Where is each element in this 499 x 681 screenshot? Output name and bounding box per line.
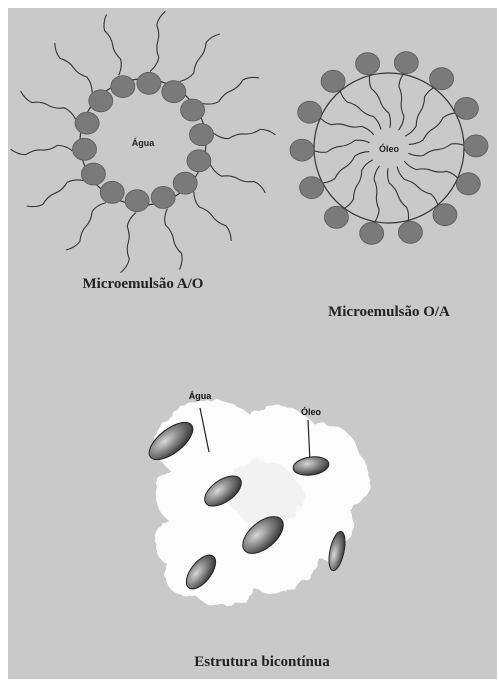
surfactant-tail xyxy=(27,180,84,207)
bicontinuous-diagram: Água Óleo Estrutura bicontínua xyxy=(143,391,369,670)
surfactant-head xyxy=(111,76,135,98)
surfactant-tail xyxy=(165,209,182,270)
surfactant-head xyxy=(151,186,175,208)
surfactant-tail xyxy=(408,144,466,156)
surfactant-head xyxy=(81,163,105,185)
surfactant-head xyxy=(298,101,322,123)
surfactant-head xyxy=(433,204,457,226)
surfactant-tail xyxy=(11,145,73,154)
surfactant-tail xyxy=(369,73,390,128)
surfactant-head xyxy=(89,90,113,112)
surfactant-head xyxy=(430,68,454,90)
micro-ao-inner-label: Água xyxy=(132,138,155,148)
surfactant-tail xyxy=(66,203,106,250)
surfactant-tail xyxy=(150,11,165,71)
surfactant-head xyxy=(360,222,384,244)
surfactant-head xyxy=(454,97,478,119)
surfactant-head xyxy=(356,53,380,75)
surfactant-tail xyxy=(214,129,276,138)
surfactant-tail xyxy=(399,73,405,131)
surfactant-head xyxy=(324,206,348,228)
surfactant-tail xyxy=(180,34,220,81)
surfactant-head xyxy=(456,173,480,195)
surfactant-tail xyxy=(55,43,92,92)
surfactant-tail xyxy=(21,91,76,119)
surfactant-tail xyxy=(404,161,459,180)
surfactant-tail xyxy=(321,152,370,184)
surfactant-tail xyxy=(388,168,409,223)
surfactant-head xyxy=(394,52,418,74)
micro-oa-caption: Microemulsão O/A xyxy=(328,304,450,320)
surfactant-tail xyxy=(319,116,374,135)
micro-oa-diagram: Óleo Microemulsão O/A xyxy=(290,52,488,320)
micro-ao-diagram: Água Microemulsão A/O xyxy=(11,11,276,292)
surfactant-head xyxy=(321,70,345,92)
surfactant-tail xyxy=(203,77,260,104)
surfactant-head xyxy=(464,135,488,157)
surfactant-head xyxy=(181,99,205,121)
surfactant-head xyxy=(75,112,99,134)
surfactant-tail xyxy=(397,167,439,208)
surfactant-tail xyxy=(409,113,458,144)
surfactant-tail xyxy=(340,89,382,130)
surfactant-tail xyxy=(405,87,435,137)
surfactant-head xyxy=(187,150,211,172)
bicontinuous-oil-label: Óleo xyxy=(301,406,322,417)
surfactant-tail xyxy=(343,160,373,210)
surfactant-head xyxy=(173,172,197,194)
surfactant-head xyxy=(73,138,97,160)
surfactant-tail xyxy=(312,140,370,152)
surfactant-head xyxy=(137,72,161,94)
surfactant-tail xyxy=(104,15,121,76)
surfactant-head xyxy=(125,190,149,212)
surfactant-tail xyxy=(374,166,380,224)
surfactant-tail xyxy=(194,192,231,241)
surfactant-head xyxy=(398,221,422,243)
surfactant-head xyxy=(290,139,314,161)
surfactant-head xyxy=(300,177,324,199)
bicontinuous-water-label: Água xyxy=(189,391,212,401)
surfactant-head xyxy=(162,81,186,103)
surfactant-tail xyxy=(210,165,265,193)
surfactant-tail xyxy=(121,213,136,273)
bicontinuous-caption: Estrutura bicontínua xyxy=(194,654,330,670)
surfactant-head xyxy=(190,124,214,146)
micro-oa-inner-label: Óleo xyxy=(379,143,400,154)
surfactant-head xyxy=(100,181,124,203)
micro-ao-caption: Microemulsão A/O xyxy=(83,276,204,292)
